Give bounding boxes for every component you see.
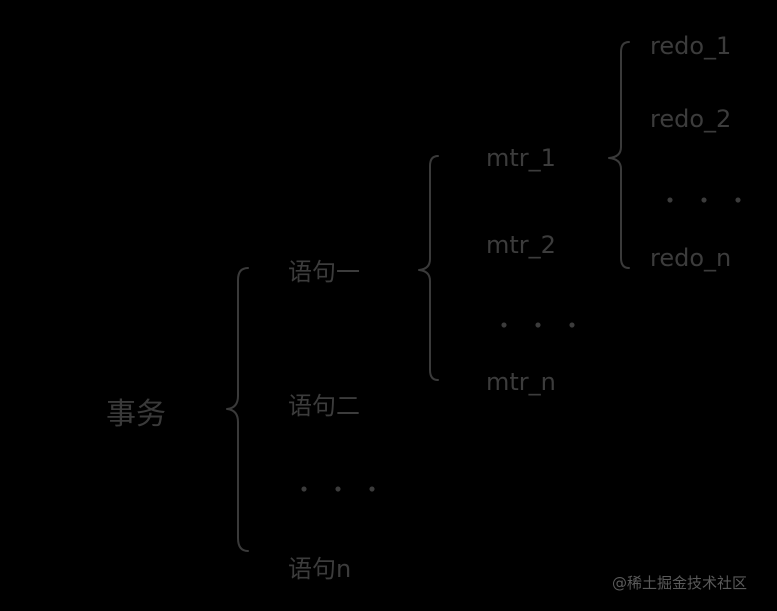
- mtr-2-label: mtr_2: [486, 231, 556, 259]
- transaction-brace: [226, 267, 249, 552]
- redo-1-label: redo_1: [650, 32, 732, 60]
- mtr-ellipsis: ・・・: [492, 312, 594, 340]
- transaction-label: 事务: [106, 397, 166, 432]
- mtr-n-label: mtr_n: [486, 368, 556, 396]
- mtr-brace: [608, 41, 630, 269]
- statement-brace: [418, 155, 439, 381]
- watermark-text: @稀土掘金技术社区: [612, 574, 748, 592]
- statement-1-label: 语句一: [288, 258, 360, 286]
- redo-ellipsis: ・・・: [658, 187, 760, 215]
- statement-n-label: 语句n: [288, 555, 352, 583]
- mtr-1-label: mtr_1: [486, 144, 556, 172]
- redo-2-label: redo_2: [650, 105, 732, 133]
- statement-ellipsis: ・・・: [292, 476, 394, 504]
- redo-n-label: redo_n: [650, 244, 732, 272]
- statement-2-label: 语句二: [288, 392, 360, 420]
